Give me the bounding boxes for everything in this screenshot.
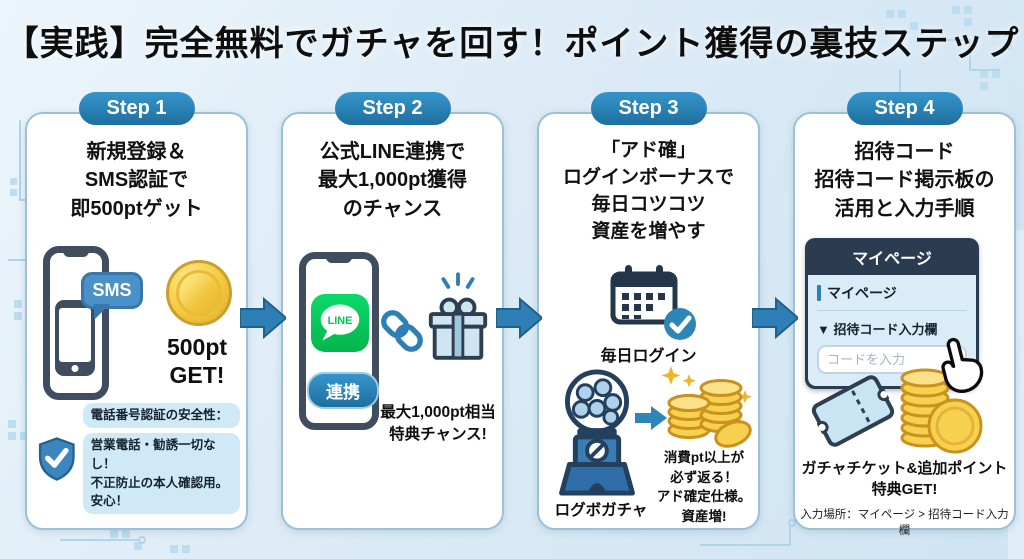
safety-note-bubble: 営業電話・勧誘一切なし！ 不正防止の本人確認用。安心！ bbox=[82, 433, 240, 514]
gift-icon bbox=[428, 272, 488, 360]
svg-text:LINE: LINE bbox=[328, 315, 353, 327]
step2-bonus-text: 最大1,000pt相当 特典チャンス! bbox=[380, 404, 496, 443]
step4-reward-text: ガチャチケット&追加ポイント 特典GET! bbox=[801, 460, 1008, 498]
calendar-icon bbox=[610, 265, 677, 325]
step1-illustration: SMS 500pt GET! bbox=[27, 242, 250, 418]
flow-arrow-icon bbox=[752, 296, 798, 340]
daily-login-label: 毎日ログイン bbox=[600, 348, 697, 365]
step2-heading: 公式LINE連携で 最大1,000pt獲得 のチャンス bbox=[318, 141, 467, 220]
gacha-machine-icon bbox=[559, 369, 635, 496]
step1-reward-text: 500pt GET! bbox=[166, 334, 228, 388]
line-app-icon: LINE bbox=[311, 294, 369, 352]
page-title: 【実践】完全無料でガチャを回す！ポイント獲得の裏技ステップ bbox=[4, 25, 1020, 63]
ticket-icon bbox=[811, 375, 895, 447]
coins-stack-icon bbox=[900, 368, 983, 454]
step1-heading: 新規登録＆ SMS認証で 即500ptゲット bbox=[70, 141, 203, 220]
step3-badge: Step 3 bbox=[590, 92, 707, 125]
chain-link-icon bbox=[381, 310, 423, 352]
flow-arrow-icon bbox=[240, 296, 286, 340]
sms-bubble-icon: SMS bbox=[81, 272, 143, 320]
line-link-button[interactable]: 連携 bbox=[307, 372, 379, 409]
step1-card: Step 1 新規登録＆ SMS認証で 即500ptゲット SMS 500pt … bbox=[25, 92, 250, 530]
step3-heading: 「アド確」 ログインボーナスで 毎日コツコツ 資産を増やす bbox=[562, 140, 734, 242]
mypage-menu-item[interactable]: マイページ bbox=[817, 283, 967, 311]
arrow-right-icon bbox=[635, 406, 667, 430]
small-phone-icon bbox=[55, 300, 95, 376]
shield-check-icon bbox=[38, 436, 75, 481]
step4-footnote: 入力場所：マイページ > 招待コード入力欄 bbox=[800, 509, 1009, 537]
step2-illustration: LINE 連携 最大1,000pt相当 特典チャンス! bbox=[283, 244, 506, 532]
step2-badge: Step 2 bbox=[334, 92, 451, 125]
mypage-header: マイページ bbox=[852, 251, 932, 268]
step4-card: Step 4 招待コード 招待コード掲示板の 活用と入力手順 マイページ マイペ… bbox=[793, 92, 1016, 537]
login-bonus-gacha-label: ログボガチャ bbox=[554, 502, 648, 519]
flow-arrow-icon bbox=[496, 296, 542, 340]
step1-badge: Step 1 bbox=[78, 92, 195, 125]
step3-benefit-text: 消費pt以上が 必ず返る！ アド確定仕様。 資産増! bbox=[656, 450, 752, 524]
coins-stack-icon bbox=[661, 366, 752, 448]
safety-title-bubble: 電話番号認証の安全性： bbox=[82, 403, 240, 428]
check-circle-icon bbox=[663, 308, 696, 340]
invite-code-dropdown[interactable]: ▼ 招待コード入力欄 bbox=[817, 322, 938, 337]
hand-cursor-icon bbox=[941, 337, 984, 393]
step4-heading: 招待コード 招待コード掲示板の 活用と入力手順 bbox=[814, 141, 995, 220]
active-indicator bbox=[817, 285, 821, 301]
step2-card: Step 2 公式LINE連携で 最大1,000pt獲得 のチャンス LINE … bbox=[281, 92, 506, 532]
step3-card: Step 3 「アド確」 ログインボーナスで 毎日コツコツ 資産を増やす 毎日ロ… bbox=[537, 92, 760, 530]
step4-badge: Step 4 bbox=[846, 92, 963, 125]
menu-item-label: マイページ bbox=[827, 285, 897, 301]
coin-icon bbox=[166, 260, 232, 326]
